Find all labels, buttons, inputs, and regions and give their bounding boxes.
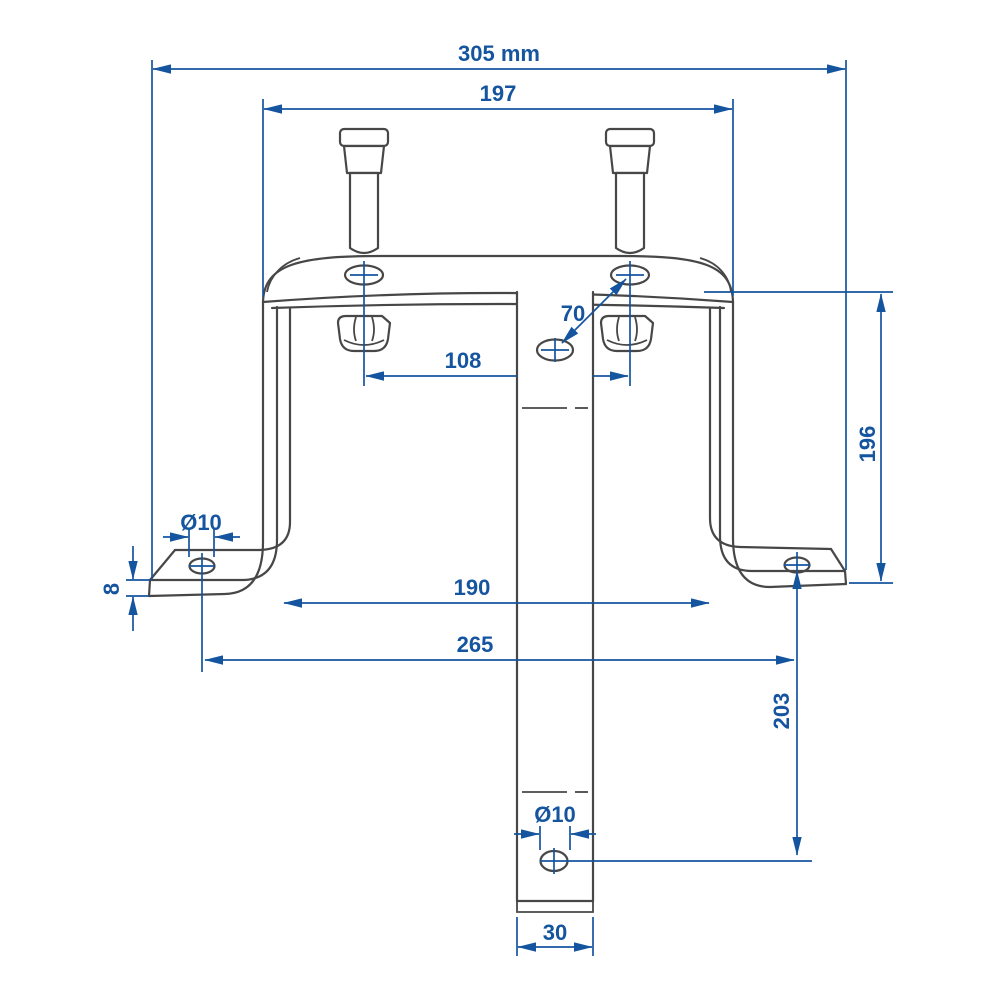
dimension-foot-hole-diameter: Ø10 bbox=[163, 510, 240, 557]
dim-label-side-height: 196 bbox=[855, 426, 880, 463]
dimension-overall-width: 305 mm bbox=[151, 41, 847, 579]
centerlines bbox=[189, 261, 810, 874]
stud-head bbox=[338, 127, 390, 148]
left-foot-end bbox=[147, 548, 177, 598]
dimension-bar-hole-diameter: Ø10 bbox=[514, 802, 596, 850]
dimension-foot-hole-spacing: 265 bbox=[204, 632, 795, 665]
dim-label-bar-width: 30 bbox=[543, 920, 567, 945]
stud-shank bbox=[348, 171, 380, 255]
top-plate-front-edge bbox=[261, 291, 735, 304]
stud-head bbox=[604, 127, 656, 148]
dim-label-stud-to-center-hole: 70 bbox=[561, 301, 585, 326]
dim-label-foot-hole-spacing: 265 bbox=[457, 632, 494, 657]
dim-label-foot-hole-diameter: Ø10 bbox=[180, 510, 222, 535]
dim-label-inner-leg-spacing: 190 bbox=[454, 575, 491, 600]
dimension-foot-plate-thickness: 8 bbox=[99, 546, 151, 631]
bracket-body bbox=[147, 254, 848, 913]
dimension-side-height: 196 bbox=[704, 291, 893, 584]
dimension-foot-to-bar-hole: 203 bbox=[540, 570, 812, 862]
top-plate-left-end-arc bbox=[266, 257, 301, 293]
top-plate-back-edge bbox=[261, 254, 735, 304]
dimension-stud-spacing: 108 bbox=[365, 348, 629, 381]
dim-label-stud-spacing: 108 bbox=[445, 348, 482, 373]
dim-label-foot-to-bar-hole: 203 bbox=[769, 693, 794, 730]
stud-knurl bbox=[342, 144, 386, 175]
top-plate-bottom-edge bbox=[270, 302, 726, 310]
dimension-inner-leg-spacing: 190 bbox=[283, 575, 710, 608]
dimension-top-width: 197 bbox=[262, 81, 734, 297]
dim-label-foot-plate-thickness: 8 bbox=[99, 583, 124, 595]
right-leg bbox=[708, 300, 848, 589]
right-foot-end bbox=[829, 547, 848, 586]
center-bar bbox=[515, 290, 595, 913]
dimension-stud-to-center-hole: 70 bbox=[561, 278, 627, 344]
stud-shank bbox=[614, 171, 646, 255]
top-plate-right-end-arc bbox=[699, 257, 732, 293]
dimension-bar-width: 30 bbox=[516, 917, 594, 956]
dim-label-overall-width: 305 mm bbox=[458, 41, 540, 66]
hex-nut-right bbox=[599, 314, 655, 353]
left-leg bbox=[147, 300, 292, 598]
dim-label-top-width: 197 bbox=[480, 81, 517, 106]
center-bar-bottom-face bbox=[516, 901, 594, 913]
wheel-stud-left bbox=[338, 127, 390, 255]
wheel-stud-right bbox=[604, 127, 656, 255]
dim-label-bar-hole-diameter: Ø10 bbox=[534, 802, 576, 827]
stud-knurl bbox=[608, 144, 652, 175]
